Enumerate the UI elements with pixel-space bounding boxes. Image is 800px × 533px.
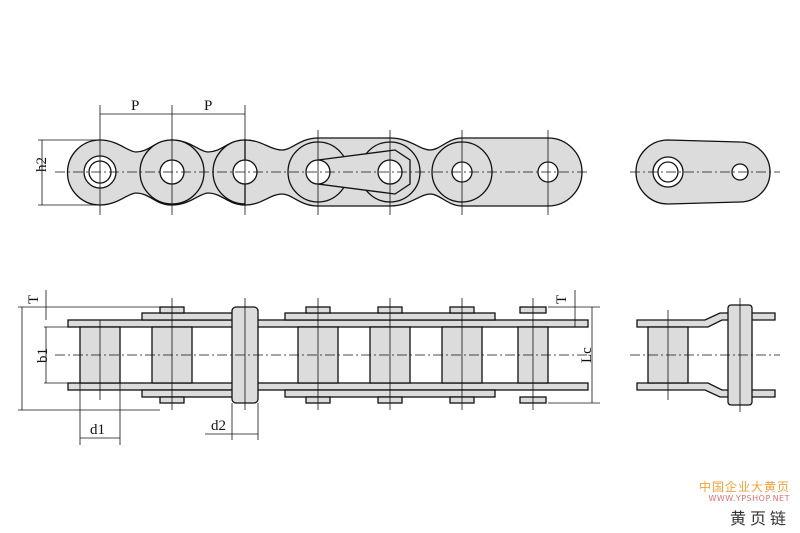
pitch-label: P — [131, 98, 139, 114]
pin-length-label: Lc — [579, 347, 595, 363]
watermark-line2: WWW.YPSHOP.NET — [708, 494, 790, 503]
watermark-line3: 黄页链 — [729, 509, 790, 528]
plate-height-label: h2 — [34, 157, 50, 172]
inner-width-label: b1 — [35, 348, 51, 363]
chain-end-view — [630, 139, 780, 205]
thickness-label: T — [26, 295, 42, 304]
chain-top-view: P P h2 — [34, 98, 590, 215]
pin-diameter-label: d2 — [211, 418, 226, 434]
pitch-label: P — [204, 98, 212, 114]
chain-plan-view: T b1 d1 d2 T Lc — [18, 290, 600, 445]
watermark-line1: 中国企业大黄页 — [698, 480, 790, 494]
thickness-label: T — [554, 295, 570, 304]
chain-section-view — [630, 298, 780, 412]
roller-diameter-label: d1 — [90, 422, 105, 438]
